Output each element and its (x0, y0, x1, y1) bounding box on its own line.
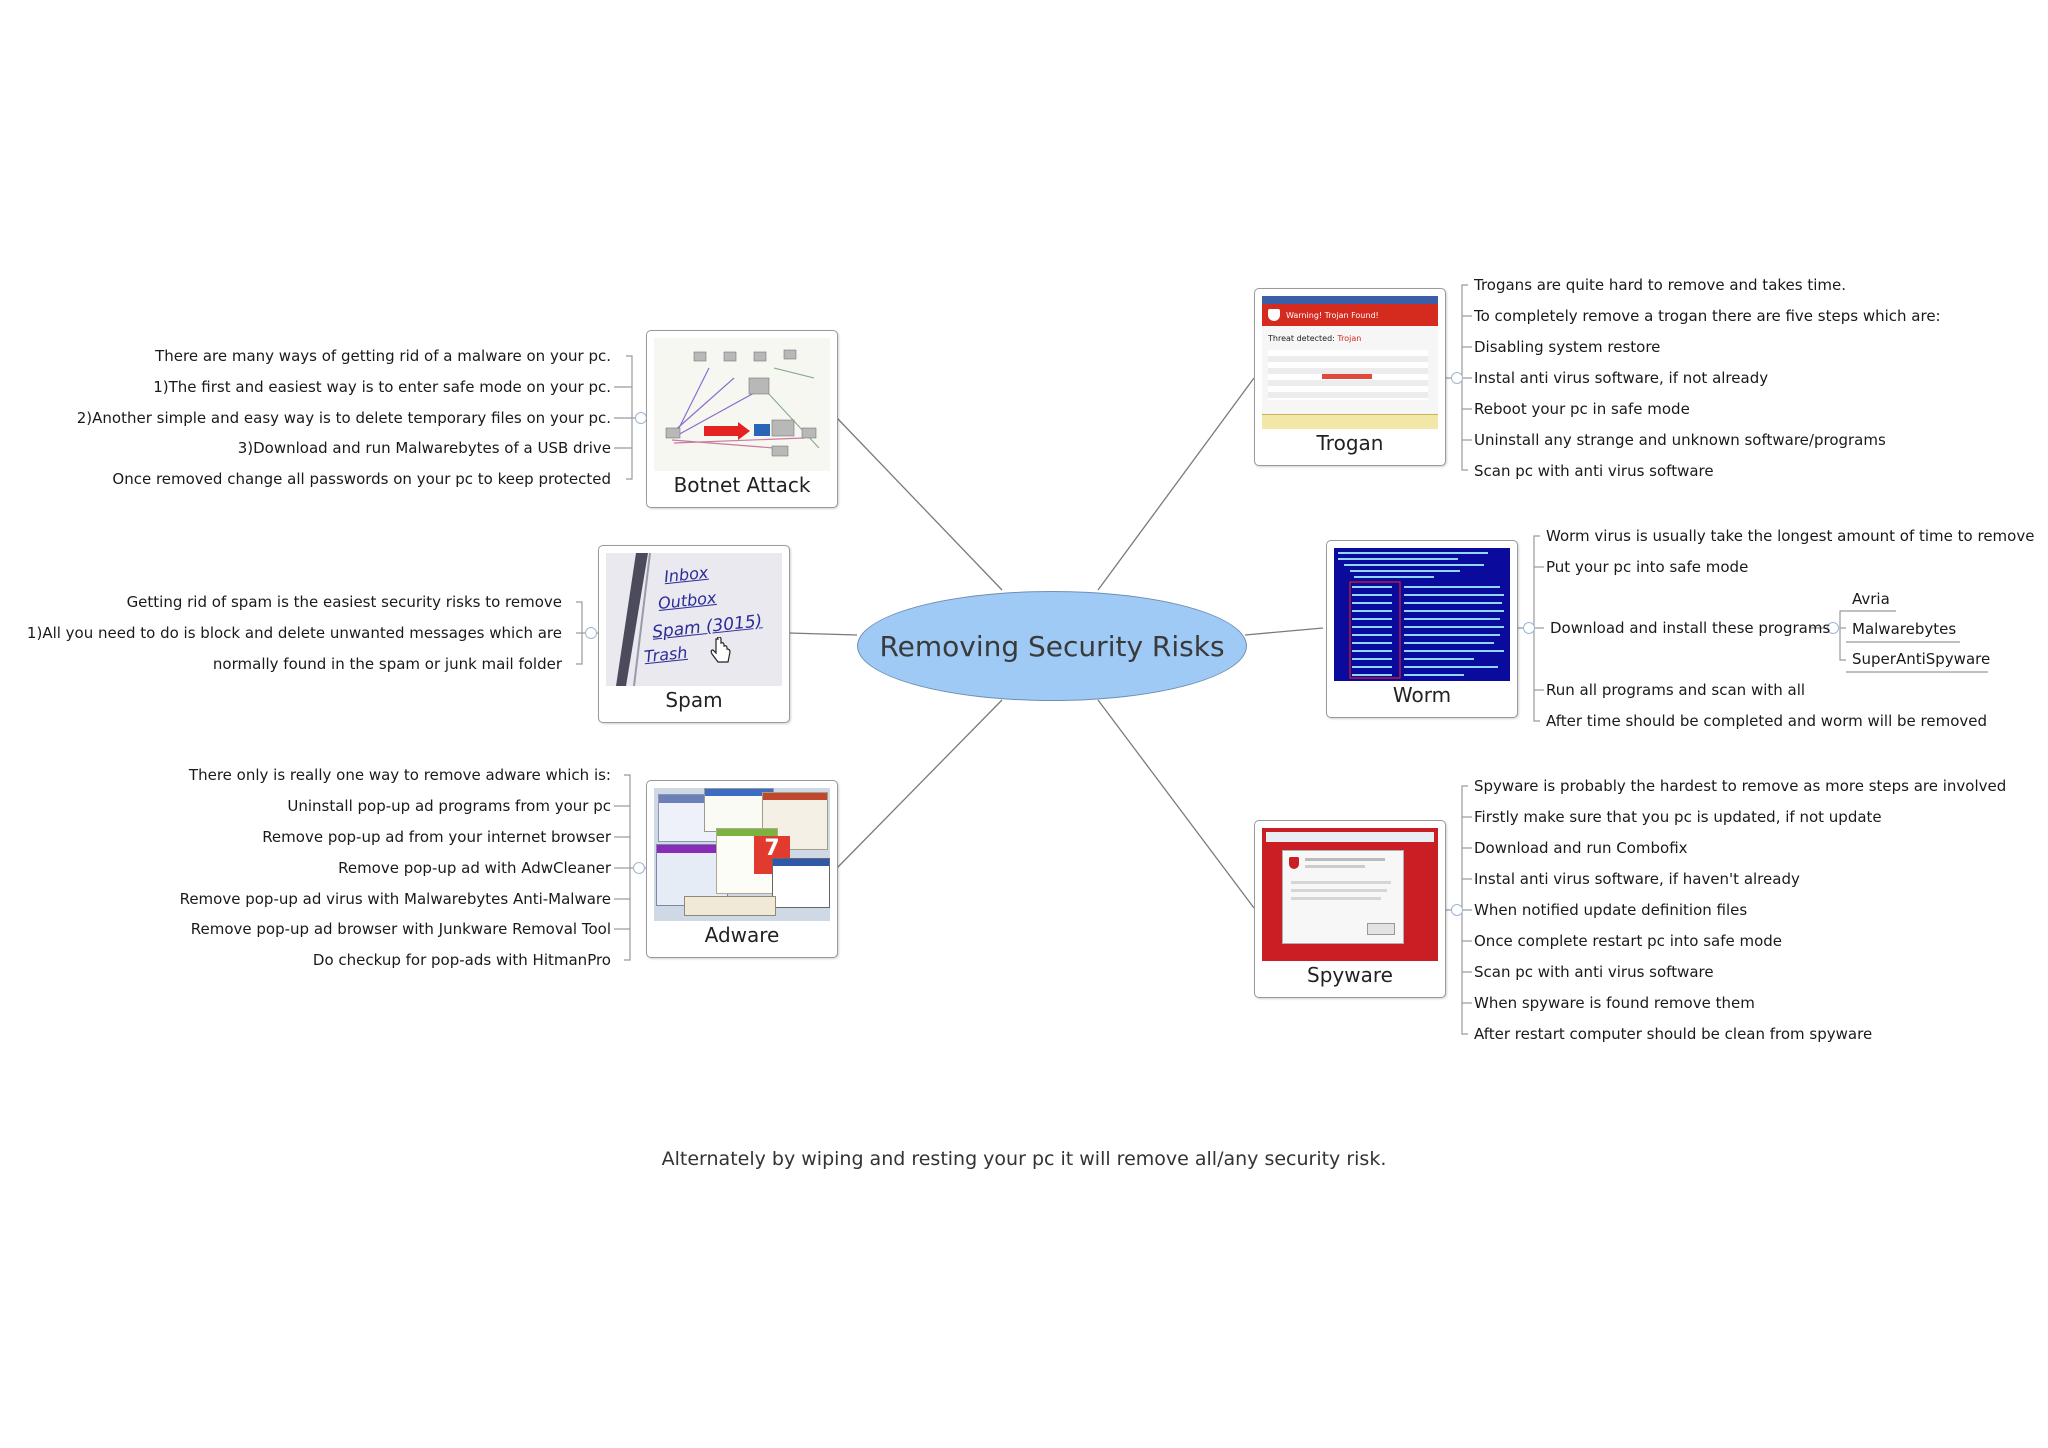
spam-item-3: normally found in the spam or junk mail … (212, 655, 562, 673)
topic-trogan-title: Trogan (1316, 431, 1384, 455)
trogan-item-3: Disabling system restore (1474, 338, 1661, 356)
footnote-text: Alternately by wiping and resting your p… (661, 1148, 1387, 1170)
spyware-item-4: Instal anti virus software, if haven't a… (1474, 870, 1800, 888)
topic-adware[interactable]: 7 Adware (646, 780, 838, 958)
spyware-item-6: Once complete restart pc into safe mode (1474, 932, 1783, 950)
worm-program-2: Malwarebytes (1852, 620, 1957, 638)
botnet-item-3: 2)Another simple and easy way is to dele… (76, 409, 611, 427)
spam-item-1: Getting rid of spam is the easiest secur… (126, 593, 562, 611)
mailbox-folders-image: Inbox Outbox Spam (3015) Trash (606, 553, 782, 686)
thumb-warning-banner: Warning! Trojan Found! (1286, 310, 1379, 320)
collapse-toggle-spyware[interactable] (1451, 904, 1463, 916)
collapse-toggle-spam[interactable] (585, 627, 597, 639)
adware-item-4: Remove pop-up ad with AdwCleaner (338, 859, 611, 877)
trogan-item-7: Scan pc with anti virus software (1474, 462, 1714, 480)
worm-item-4: Run all programs and scan with all (1546, 681, 1806, 699)
adware-item-7: Do checkup for pop-ads with HitmanPro (312, 951, 611, 969)
hand-cursor-icon (710, 637, 731, 663)
shield-warning-icon (1289, 857, 1299, 869)
warning-shield-icon (1268, 309, 1280, 321)
trogan-item-2: To completely remove a trogan there are … (1474, 307, 1941, 325)
worm-item-3: Download and install these programs (1550, 619, 1831, 637)
topic-botnet-attack[interactable]: Botnet Attack (646, 330, 838, 508)
collapse-toggle-worm[interactable] (1523, 622, 1535, 634)
topic-botnet-title: Botnet Attack (673, 473, 811, 497)
collapse-toggle-worm-programs[interactable] (1827, 622, 1839, 634)
spyware-item-2: Firstly make sure that you pc is updated… (1474, 808, 1882, 826)
worm-program-3: SuperAntiSpyware (1852, 650, 1991, 668)
worm-code-screenshot (1334, 548, 1510, 681)
thumb-threat-name: Trojan (1337, 334, 1362, 343)
worm-program-1: Avria (1852, 590, 1890, 608)
topic-spam[interactable]: Inbox Outbox Spam (3015) Trash Spam (598, 545, 790, 723)
central-topic-title: Removing Security Risks (879, 629, 1225, 663)
adware-item-5: Remove pop-up ad virus with Malwarebytes… (179, 890, 611, 908)
spam-item-2: 1)All you need to do is block and delete… (26, 624, 562, 642)
trogan-item-6: Uninstall any strange and unknown softwa… (1474, 431, 1886, 449)
spyware-item-9: After restart computer should be clean f… (1474, 1025, 1873, 1043)
collapse-toggle-adware[interactable] (633, 862, 645, 874)
topic-spyware-title: Spyware (1307, 963, 1393, 987)
topic-spyware[interactable]: Spyware (1254, 820, 1446, 998)
botnet-item-1: There are many ways of getting rid of a … (155, 347, 611, 365)
spyware-item-7: Scan pc with anti virus software (1474, 963, 1714, 981)
adware-item-6: Remove pop-up ad browser with Junkware R… (190, 920, 611, 938)
botnet-item-2: 1)The first and easiest way is to enter … (153, 378, 611, 396)
thumb-threat-detected-label: Threat detected: (1268, 334, 1335, 343)
trogan-item-1: Trogans are quite hard to remove and tak… (1474, 276, 1847, 294)
spyware-item-1: Spyware is probably the hardest to remov… (1474, 777, 2007, 795)
worm-item-2: Put your pc into safe mode (1546, 558, 1749, 576)
trogan-item-5: Reboot your pc in safe mode (1474, 400, 1690, 418)
trojan-warning-screenshot: Warning! Trojan Found! Threat detected: … (1262, 296, 1438, 429)
adware-item-3: Remove pop-up ad from your internet brow… (262, 828, 611, 846)
central-topic[interactable]: Removing Security Risks (857, 591, 1247, 701)
adware-item-2: Uninstall pop-up ad programs from your p… (287, 797, 611, 815)
worm-item-1: Worm virus is usually take the longest a… (1546, 527, 2035, 545)
botnet-diagram-image (654, 338, 830, 471)
spyware-item-8: When spyware is found remove them (1474, 994, 1755, 1012)
spyware-alert-screenshot (1262, 828, 1438, 961)
botnet-item-4: 3)Download and run Malwarebytes of a USB… (237, 439, 611, 457)
collapse-toggle-trogan[interactable] (1451, 372, 1463, 384)
topic-worm[interactable]: Worm (1326, 540, 1518, 718)
worm-item-5: After time should be completed and worm … (1546, 712, 1988, 730)
spyware-item-5: When notified update definition files (1474, 901, 1748, 919)
topic-spam-title: Spam (665, 688, 723, 712)
topic-trogan[interactable]: Warning! Trojan Found! Threat detected: … (1254, 288, 1446, 466)
topic-worm-title: Worm (1392, 683, 1452, 707)
botnet-item-5: Once removed change all passwords on you… (112, 470, 611, 488)
topic-adware-title: Adware (704, 923, 780, 947)
popup-ads-collage-image: 7 (654, 788, 830, 921)
spyware-item-3: Download and run Combofix (1474, 839, 1688, 857)
adware-item-1: There only is really one way to remove a… (188, 766, 611, 784)
trogan-item-4: Instal anti virus software, if not alrea… (1474, 369, 1769, 387)
